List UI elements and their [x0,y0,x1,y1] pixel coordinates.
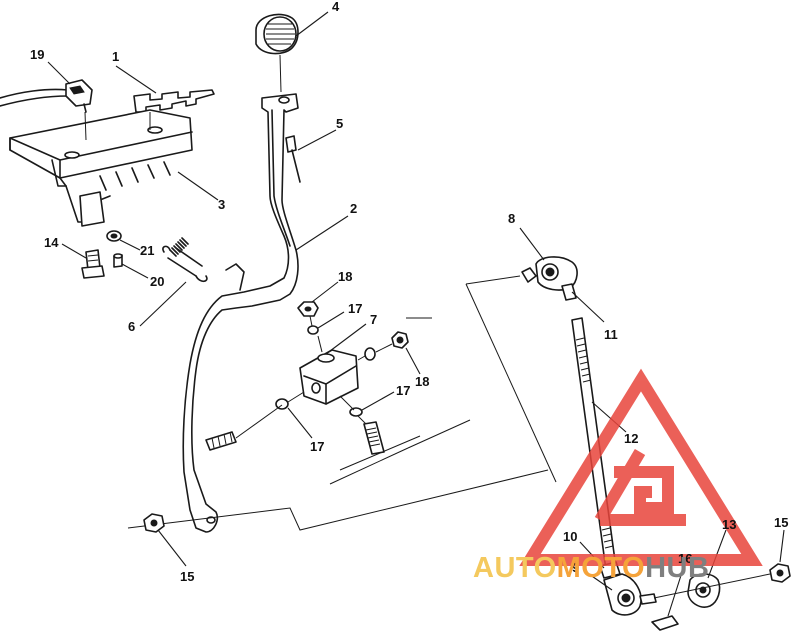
part-17-washer-lower [349,407,363,417]
watermark-moto: MOTO [556,552,646,584]
callout-13: 13 [722,517,737,532]
callout-15-right: 15 [774,515,789,530]
part-19-switch [0,79,93,113]
callout-17-right: 17 [396,383,411,398]
callout-20: 20 [150,274,165,289]
watermark-hub: HUB [645,552,710,584]
callout-11: 11 [604,327,618,342]
leader-lines [47,11,785,617]
callout-14: 14 [44,235,59,250]
callout-19: 19 [30,47,45,62]
part-4-knob [255,13,299,55]
callout-8: 8 [508,211,516,226]
alignment-lines-center [235,315,471,485]
part-12-rod [571,317,617,571]
callout-4: 4 [332,0,340,14]
callout-6: 6 [128,319,136,334]
callout-17-upper: 17 [348,301,363,316]
callout-9: 9 [572,560,580,575]
part-7-block [299,349,359,405]
callout-10: 10 [563,529,578,544]
callout-21: 21 [140,243,155,258]
alignment-lines-top-left [84,111,151,141]
callout-7: 7 [370,312,378,327]
part-13-joint [687,573,721,608]
watermark-text: AUTOMOTOHUB [473,552,709,585]
part-17-washer-upper [307,325,319,335]
alignment-lines-bottom [127,275,557,531]
part-20-spacer [113,253,123,268]
part-17-washer-right [364,347,376,361]
part-6-spring [162,237,208,283]
callout-2: 2 [350,201,358,216]
alignment-line-knob [279,54,282,93]
callout-16: 16 [678,551,693,566]
part-18-nut-right [391,331,409,349]
part-9-rod-end [603,573,657,616]
part-17-washer-lever [275,398,289,410]
part-14-bolt [81,249,105,279]
callout-15-left: 15 [180,569,195,584]
callout-18-upper: 18 [338,269,353,284]
callout-18-right: 18 [415,374,430,389]
part-8-ball-joint [521,256,578,301]
threaded-screw-lower [363,421,385,455]
part-21-washer [106,230,122,242]
part-18-nut-upper [297,301,319,317]
part-5-pin [285,135,301,183]
callout-12: 12 [624,431,639,446]
callout-17-lower: 17 [310,439,325,454]
watermark-logo [519,368,763,566]
callout-1: 1 [112,49,120,64]
part-15-nut-right [769,563,791,583]
watermark-auto: AUTO [473,552,557,584]
part-16-bolt [651,615,679,631]
callout-3: 3 [218,197,226,212]
part-15-nut-left [143,513,165,533]
callout-5: 5 [336,116,344,131]
part-1-plate [133,89,215,113]
alignment-line-lower-right [653,573,771,599]
part-2-shift-lever [182,93,299,533]
threaded-stud [205,431,237,451]
part-3-bracket [9,109,193,227]
